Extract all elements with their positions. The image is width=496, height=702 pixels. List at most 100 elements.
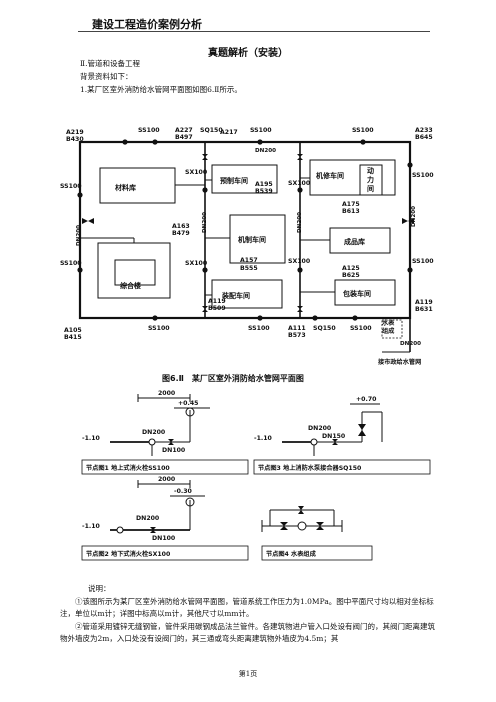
valve-icon <box>402 218 414 224</box>
svg-text:B625: B625 <box>342 272 360 279</box>
svg-text:预制车间: 预制车间 <box>220 176 248 185</box>
svg-text:DN200: DN200 <box>308 425 332 432</box>
svg-text:SX100: SX100 <box>288 258 311 265</box>
svg-text:A195: A195 <box>255 181 273 188</box>
svg-text:SS100: SS100 <box>412 172 434 179</box>
svg-text:SS100: SS100 <box>350 325 372 332</box>
building-assembly-workshop <box>211 279 283 309</box>
hydrant-icon <box>202 187 208 193</box>
svg-text:B497: B497 <box>175 134 193 141</box>
svg-text:成品库: 成品库 <box>344 237 365 246</box>
hydrant-icon <box>152 315 158 321</box>
svg-text:A233: A233 <box>415 127 433 134</box>
hydrant-icon <box>257 139 263 145</box>
svg-text:SS100: SS100 <box>148 325 170 332</box>
hydrant-icon <box>122 139 128 145</box>
svg-text:DN200: DN200 <box>76 225 82 246</box>
note-2: ②管道采用镀锌无缝钢管，管件采用碳钢成品法兰管件。各建筑物进户管入口处设有阀门的… <box>60 622 435 643</box>
svg-text:SX100: SX100 <box>185 260 208 267</box>
hydrant-icon <box>257 315 263 321</box>
svg-text:材料库: 材料库 <box>114 183 136 192</box>
svg-text:A163: A163 <box>172 223 190 230</box>
svg-text:DN200: DN200 <box>202 212 208 233</box>
svg-text:B415: B415 <box>64 334 82 341</box>
svg-text:SX100: SX100 <box>288 180 311 187</box>
valve-icon <box>297 306 303 312</box>
svg-text:节点图2 地下式消火栓SX100: 节点图2 地下式消火栓SX100 <box>86 550 171 558</box>
page-number: 第1页 <box>238 670 258 678</box>
valve-icon <box>297 154 303 160</box>
svg-text:B539: B539 <box>255 188 273 195</box>
svg-text:SS100: SS100 <box>250 127 272 134</box>
svg-text:B555: B555 <box>240 265 258 272</box>
background-line: 背景资料如下： <box>80 72 133 81</box>
svg-text:A157: A157 <box>240 257 258 264</box>
section-title: 真题解析（安装） <box>208 48 288 59</box>
svg-text:A119: A119 <box>415 299 433 306</box>
building-prefab-workshop <box>211 164 278 194</box>
intro-line: 1.某厂区室外消防给水管网平面图如图6.Ⅱ所示。 <box>80 85 242 94</box>
svg-text:SS100: SS100 <box>352 127 374 134</box>
valve-icon <box>202 306 208 312</box>
svg-text:SQ150: SQ150 <box>313 325 336 332</box>
svg-text:间: 间 <box>367 184 374 193</box>
svg-text:接市政给水管网: 接市政给水管网 <box>378 358 421 366</box>
svg-text:DN200: DN200 <box>400 341 421 347</box>
svg-text:DN100: DN100 <box>162 447 186 454</box>
hydrant-icon <box>407 162 413 168</box>
svg-text:SX100: SX100 <box>185 169 208 176</box>
subsection-heading: Ⅱ.管道和设备工程 <box>80 59 140 68</box>
svg-text:A119: A119 <box>208 298 226 305</box>
svg-text:A219: A219 <box>66 129 84 136</box>
svg-text:机修车间: 机修车间 <box>316 171 344 180</box>
svg-text:装配车间: 装配车间 <box>221 291 250 300</box>
svg-text:+0.70: +0.70 <box>356 396 377 403</box>
building-office <box>97 242 171 299</box>
svg-text:力: 力 <box>367 175 374 184</box>
svg-text:-0.30: -0.30 <box>174 488 193 495</box>
header-title: 建设工程造价案例分析 <box>92 18 202 31</box>
svg-text:B479: B479 <box>172 230 190 237</box>
plan-caption: 图6.Ⅱ 某厂区室外消防给水管网平面图 <box>162 374 304 383</box>
svg-text:DN200: DN200 <box>411 206 417 227</box>
node-diagram-4: 节点图4 水表组成 <box>261 506 373 561</box>
svg-text:A111: A111 <box>288 325 306 332</box>
svg-text:B645: B645 <box>415 134 433 141</box>
building-machining-workshop <box>229 214 286 264</box>
svg-text:-1.10: -1.10 <box>254 435 273 442</box>
node-diagram-1: 2000 +0.45 -1.10 DN200 DN100 节点图1 地上式消火栓… <box>81 390 249 475</box>
svg-text:B573: B573 <box>288 332 306 339</box>
svg-text:DN150: DN150 <box>322 433 346 440</box>
svg-text:A175: A175 <box>342 201 360 208</box>
hydrant-icon <box>407 267 413 273</box>
hydrant-icon <box>312 315 318 321</box>
svg-text:节点图1 地上式消火栓SS100: 节点图1 地上式消火栓SS100 <box>86 464 170 472</box>
svg-text:SS100: SS100 <box>412 258 434 265</box>
header-rule <box>78 31 430 32</box>
hydrant-icon <box>202 267 208 273</box>
svg-text:DN200: DN200 <box>136 515 160 522</box>
node-diagram-3: +0.70 -1.10 DN200 DN150 节点图3 地上消防水泵接合器SQ… <box>253 396 431 475</box>
hydrant-icon <box>77 192 83 198</box>
svg-text:DN200: DN200 <box>297 212 303 233</box>
hydrant-icon <box>352 315 358 321</box>
hydrant-icon <box>297 267 303 273</box>
svg-text:B631: B631 <box>415 306 433 313</box>
svg-text:DN200: DN200 <box>142 429 166 436</box>
building-material-store <box>99 167 176 204</box>
svg-text:包装车间: 包装车间 <box>343 289 371 298</box>
svg-text:水表: 水表 <box>382 319 395 327</box>
svg-text:B430: B430 <box>66 136 84 143</box>
svg-text:DN100: DN100 <box>152 535 176 542</box>
node-diagram-2: 2000 -0.30 -1.10 DN200 DN100 节点图2 地下式消火栓… <box>81 476 249 561</box>
valve-icon <box>82 218 94 224</box>
svg-text:SS100: SS100 <box>248 325 270 332</box>
svg-text:-1.10: -1.10 <box>82 523 101 530</box>
svg-text:机制车间: 机制车间 <box>238 235 266 244</box>
svg-text:+0.45: +0.45 <box>178 400 198 407</box>
svg-text:-1.10: -1.10 <box>82 435 101 442</box>
pipe-network-plan: A219 B430 SS100 A227 SQ150 B497 A217 SS1… <box>60 127 434 366</box>
svg-text:DN200: DN200 <box>255 148 276 154</box>
svg-text:A125: A125 <box>342 265 360 272</box>
svg-text:SS100: SS100 <box>138 127 160 134</box>
